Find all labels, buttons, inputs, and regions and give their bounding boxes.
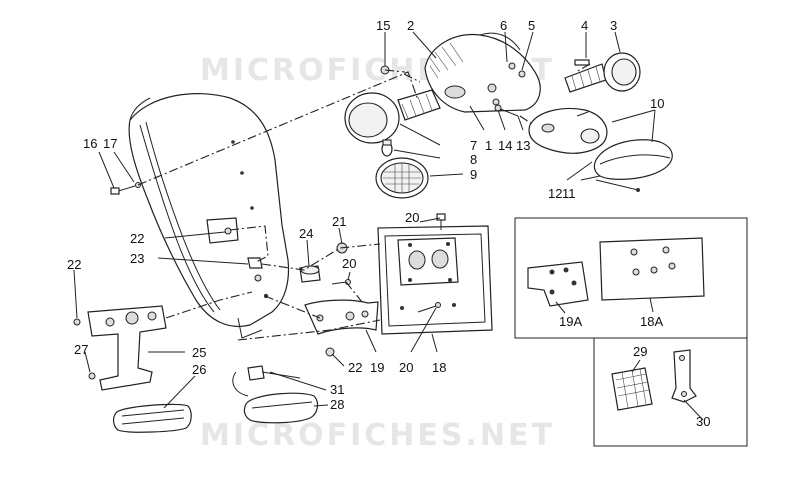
callout-28: 28 — [330, 397, 344, 412]
screws-4-5-6 — [508, 59, 590, 78]
callout-21: 21 — [332, 214, 346, 229]
callout-29: 29 — [633, 344, 647, 359]
watermark-bottom: MICROFICHES.NET — [200, 418, 555, 453]
inset-box-lower — [593, 337, 748, 447]
callout-2: 2 — [407, 18, 414, 33]
callout-30: 30 — [696, 414, 710, 429]
callout-17: 17 — [103, 136, 117, 151]
inset-box-upper — [514, 217, 748, 339]
bolt-16-17 — [110, 182, 141, 195]
callout-16: 16 — [83, 136, 97, 151]
callout-26: 26 — [192, 362, 206, 377]
center-lines — [137, 63, 591, 341]
reflector-bracket-25 — [87, 305, 167, 391]
bracket-19 — [304, 299, 379, 335]
callout-22-upper: 22 — [130, 231, 144, 246]
callout-12: 12 — [548, 186, 562, 201]
indicator-lens — [375, 157, 429, 199]
rear-fender — [128, 93, 290, 339]
callout-25: 25 — [192, 345, 206, 360]
nut-27 — [88, 372, 96, 380]
plate-light-28 — [232, 365, 319, 424]
left-indicator — [344, 89, 441, 144]
callout-23: 23 — [130, 251, 144, 266]
callout-24: 24 — [299, 226, 313, 241]
callout-20-top: 20 — [405, 210, 419, 225]
callout-20-middle: 20 — [342, 256, 356, 271]
tail-lamp-unit — [528, 107, 673, 192]
callout-7: 7 — [470, 138, 477, 153]
bulb-8 — [381, 139, 393, 157]
callout-20-lower: 20 — [399, 360, 413, 375]
callout-6: 6 — [500, 18, 507, 33]
callout-18a: 18A — [640, 314, 663, 329]
callout-18: 18 — [432, 360, 446, 375]
callout-22-lower: 22 — [348, 360, 362, 375]
leader-lines — [73, 31, 704, 421]
screws-13-14 — [494, 104, 519, 117]
callout-5: 5 — [528, 18, 535, 33]
callout-13: 13 — [516, 138, 530, 153]
callout-19: 19 — [370, 360, 384, 375]
callout-9: 9 — [470, 167, 477, 182]
spacer-24 — [299, 265, 321, 283]
callout-1: 1 — [485, 138, 492, 153]
callout-labels: 15 2 6 5 4 3 10 7 8 9 1 14 13 12 11 16 1… — [67, 18, 710, 429]
callout-8: 8 — [470, 152, 477, 167]
callout-19a: 19A — [559, 314, 582, 329]
callout-3: 3 — [610, 18, 617, 33]
callout-15: 15 — [376, 18, 390, 33]
bolt-22-left — [73, 318, 81, 326]
callout-27: 27 — [74, 342, 88, 357]
callout-14: 14 — [498, 138, 512, 153]
reflector-26 — [112, 403, 192, 433]
callout-22-left: 22 — [67, 257, 81, 272]
license-plate-holder — [377, 225, 493, 335]
screw-20-top — [436, 213, 446, 230]
tail-light-housing — [424, 32, 541, 113]
callout-10: 10 — [650, 96, 664, 111]
callout-31: 31 — [330, 382, 344, 397]
screw-20-lower — [417, 302, 441, 313]
right-indicator — [564, 52, 641, 93]
callout-11: 11 — [562, 186, 576, 201]
callout-4: 4 — [581, 18, 588, 33]
